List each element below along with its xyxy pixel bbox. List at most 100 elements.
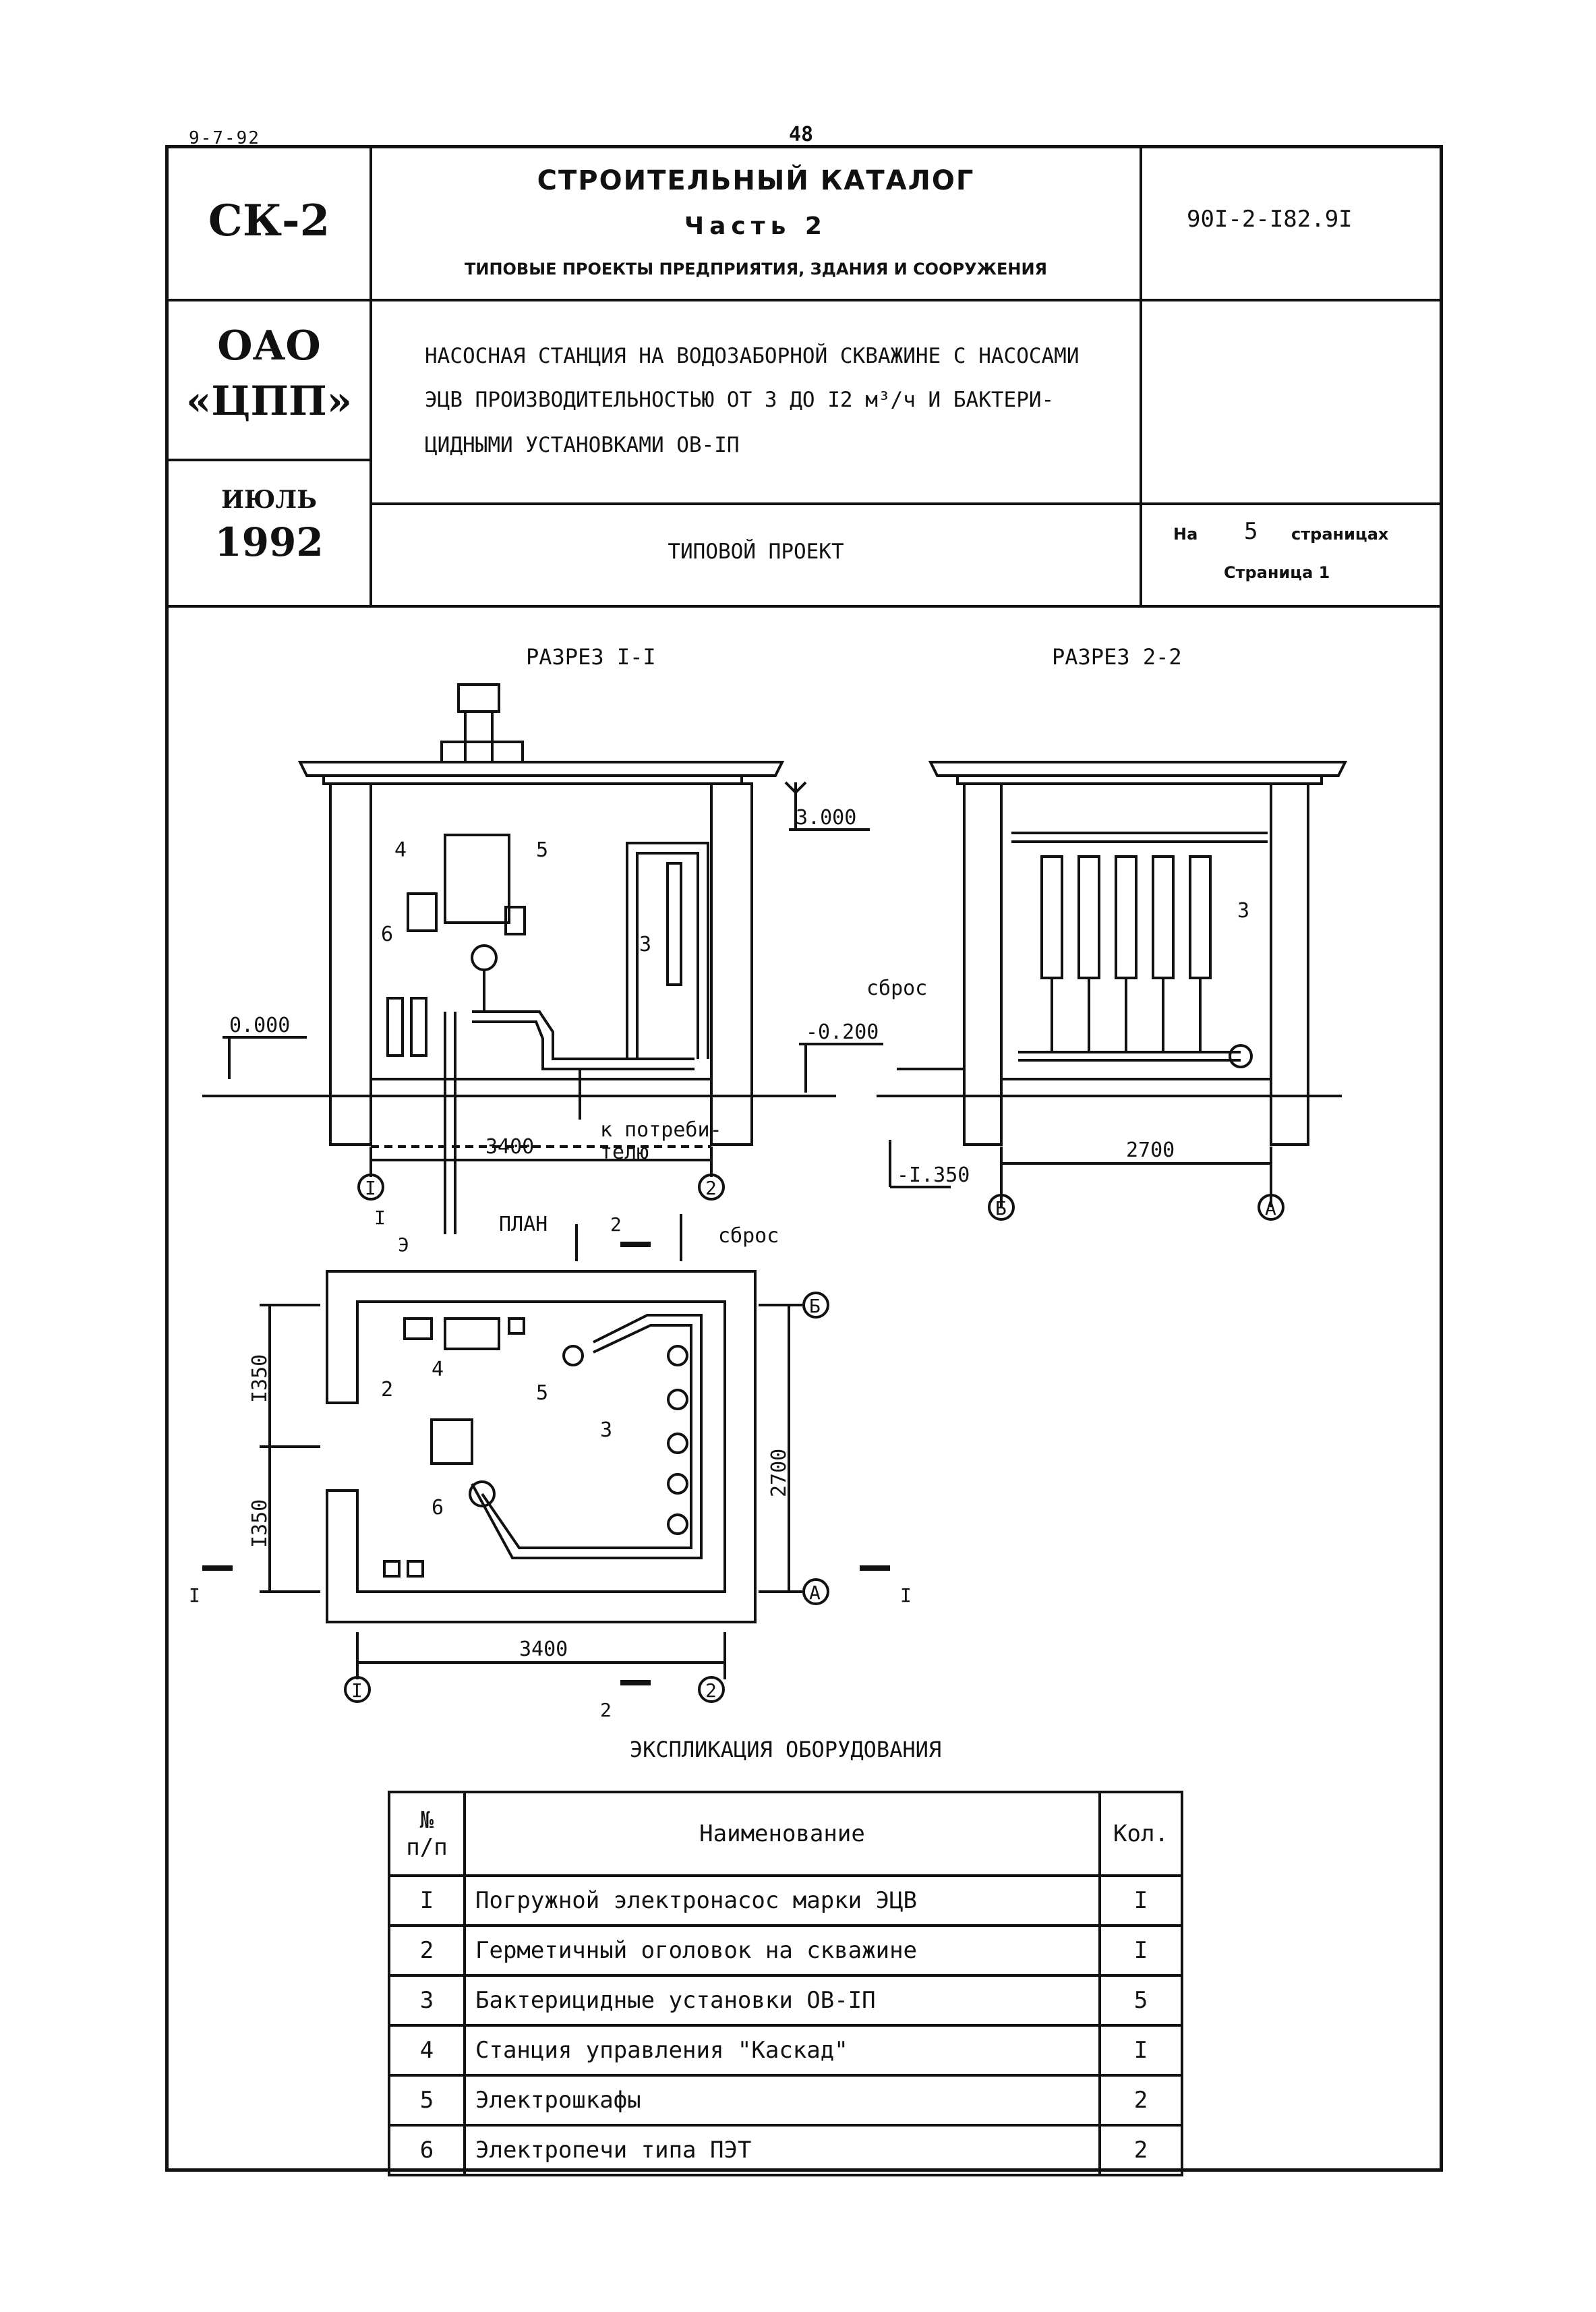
- project-description-line-1: НАСОСНАЯ СТАНЦИЯ НА ВОДОЗАБОРНОЙ СКВАЖИН…: [425, 344, 1080, 368]
- project-number: 90I-2-I82.9I: [1187, 206, 1353, 233]
- axis-1-plan: I: [351, 1679, 363, 1702]
- row-number: 5: [388, 2074, 466, 2127]
- row-quantity: I: [1098, 1924, 1183, 1977]
- row-name: Герметичный оголовок на скважине: [463, 1924, 1101, 1977]
- row-quantity: 2: [1098, 2124, 1183, 2176]
- catalog-code: СК-2: [208, 196, 330, 246]
- table-row: 5 Электрошкафы 2: [388, 2074, 1183, 2127]
- row-number: 4: [388, 2024, 466, 2077]
- section-2-building: [877, 761, 1348, 1146]
- table-row: 6 Электропечи типа ПЭТ 2: [388, 2124, 1183, 2176]
- table-row: 2 Герметичный оголовок на скважине I: [388, 1924, 1183, 1977]
- organization-line-1: ОАО: [217, 322, 321, 370]
- project-description-line-2: ЭЦВ ПРОИЗВОДИТЕЛЬНОСТЬЮ ОТ 3 ДО I2 м³/ч …: [425, 388, 1055, 412]
- explication-table: № п/п Наименование Кол. I Погружной элек…: [388, 1791, 1183, 2176]
- title-block-row-line-3: [165, 459, 370, 461]
- page-number: 48: [789, 123, 814, 146]
- to-consumer-label: к потреби-: [600, 1118, 722, 1142]
- axis-A-section: А: [1265, 1197, 1276, 1219]
- dimension-3400-section: 3400: [485, 1135, 534, 1159]
- dimension-1350-lower: I350: [248, 1499, 272, 1548]
- discharge-label-plan: сброс: [718, 1224, 779, 1248]
- issue-month: ИЮЛЬ: [221, 486, 317, 514]
- table-row: I Погружной электронасос марки ЭЦВ I: [388, 1874, 1183, 1927]
- column-header-quantity: Кол.: [1098, 1791, 1183, 1877]
- catalog-title: СТРОИТЕЛЬНЫЙ КАТАЛОГ: [537, 165, 975, 196]
- column-header-number: № п/п: [388, 1791, 466, 1877]
- label-3-section-2: 3: [1237, 899, 1249, 923]
- cut-2-bottom: 2: [600, 1699, 612, 1721]
- section-1-title: РАЗРЕЗ I-I: [526, 644, 656, 670]
- row-quantity: I: [1098, 1874, 1183, 1927]
- label-4-plan: 4: [432, 1358, 444, 1381]
- dimension-2700-plan: 2700: [767, 1449, 791, 1497]
- label-4-section: 4: [394, 838, 407, 862]
- label-2-plan: 2: [381, 1378, 393, 1401]
- label-5-plan: 5: [536, 1381, 548, 1405]
- catalog-subtitle: ТИПОВЫЕ ПРОЕКТЫ ПРЕДПРИЯТИЯ, ЗДАНИЯ И СО…: [464, 260, 1048, 279]
- organization-line-2: «ЦПП»: [185, 378, 353, 425]
- cut-2-top: 2: [610, 1213, 622, 1236]
- row-name: Электрошкафы: [463, 2074, 1101, 2127]
- axis-2-plan: 2: [705, 1679, 717, 1702]
- label-3-section: 3: [639, 933, 651, 956]
- title-block-bottom: [165, 605, 1443, 608]
- row-quantity: 2: [1098, 2074, 1183, 2127]
- elevation-minus-1-35: -I.350: [897, 1163, 970, 1187]
- dimension-3400-plan: 3400: [519, 1638, 568, 1661]
- column-header-number-line-1: №: [419, 1807, 434, 1834]
- axis-B-plan: Б: [809, 1295, 821, 1317]
- title-block-divider-right: [1140, 145, 1142, 607]
- issue-year: 1992: [214, 519, 324, 565]
- section-2-title: РАЗРЕЗ 2-2: [1052, 644, 1182, 670]
- row-number: I: [388, 1874, 466, 1927]
- section-1-building: [202, 683, 836, 1234]
- cut-I-left: I: [189, 1584, 200, 1607]
- title-block-divider-left: [370, 145, 372, 607]
- page-label: Страница 1: [1224, 563, 1330, 582]
- table-row: 3 Бактерицидные установки ОВ-IП 5: [388, 1974, 1183, 2027]
- row-name: Бактерицидные установки ОВ-IП: [463, 1974, 1101, 2027]
- row-name: Погружной электронасос марки ЭЦВ: [463, 1874, 1101, 1927]
- column-header-name: Наименование: [463, 1791, 1101, 1877]
- row-number: 6: [388, 2124, 466, 2176]
- discharge-label-section: сброс: [866, 977, 927, 1000]
- project-description-line-3: ЦИДНЫМИ УСТАНОВКАМИ ОВ-IП: [425, 433, 740, 457]
- axis-2-section: 2: [705, 1177, 717, 1199]
- pages-label-suffix: страницах: [1291, 525, 1389, 544]
- elevation-top: 3.000: [796, 806, 856, 830]
- document-type: ТИПОВОЙ ПРОЕКТ: [668, 540, 844, 564]
- cut-I-section: I: [374, 1207, 386, 1229]
- dimension-1350-upper: I350: [248, 1354, 272, 1403]
- row-number: 2: [388, 1924, 466, 1977]
- row-name: Станция управления "Каскад": [463, 2024, 1101, 2077]
- explication-title: ЭКСПЛИКАЦИЯ ОБОРУДОВАНИЯ: [629, 1737, 942, 1762]
- elevation-zero: 0.000: [229, 1014, 290, 1037]
- label-5-section: 5: [536, 838, 548, 862]
- table-header-row: № п/п Наименование Кол.: [388, 1791, 1183, 1877]
- column-header-number-line-2: п/п: [406, 1834, 448, 1861]
- title-block-row-line-2: [370, 502, 1443, 505]
- label-3-plan: 3: [600, 1418, 612, 1442]
- title-block-row-line-1: [165, 299, 1443, 301]
- axis-1-section: I: [365, 1177, 376, 1199]
- row-quantity: 5: [1098, 1974, 1183, 2027]
- dimension-2700-section: 2700: [1126, 1138, 1175, 1162]
- row-number: 3: [388, 1974, 466, 2027]
- label-6-section: 6: [381, 923, 393, 946]
- row-quantity: I: [1098, 2024, 1183, 2077]
- power-mark: Э: [398, 1234, 409, 1256]
- label-6-plan: 6: [432, 1496, 444, 1520]
- to-consumer-label-2: телю: [600, 1140, 649, 1164]
- elevation-minus-0-2: -0.200: [806, 1020, 879, 1044]
- table-row: 4 Станция управления "Каскад" I: [388, 2024, 1183, 2077]
- row-name: Электропечи типа ПЭТ: [463, 2124, 1101, 2176]
- plan-building: [326, 1270, 757, 1623]
- pages-label-prefix: На: [1173, 525, 1198, 544]
- cut-I-right: I: [900, 1584, 912, 1607]
- catalog-part: Часть 2: [684, 212, 827, 240]
- plan-title: ПЛАН: [499, 1213, 548, 1236]
- axis-A-plan: А: [809, 1582, 821, 1604]
- pages-count: 5: [1244, 518, 1258, 545]
